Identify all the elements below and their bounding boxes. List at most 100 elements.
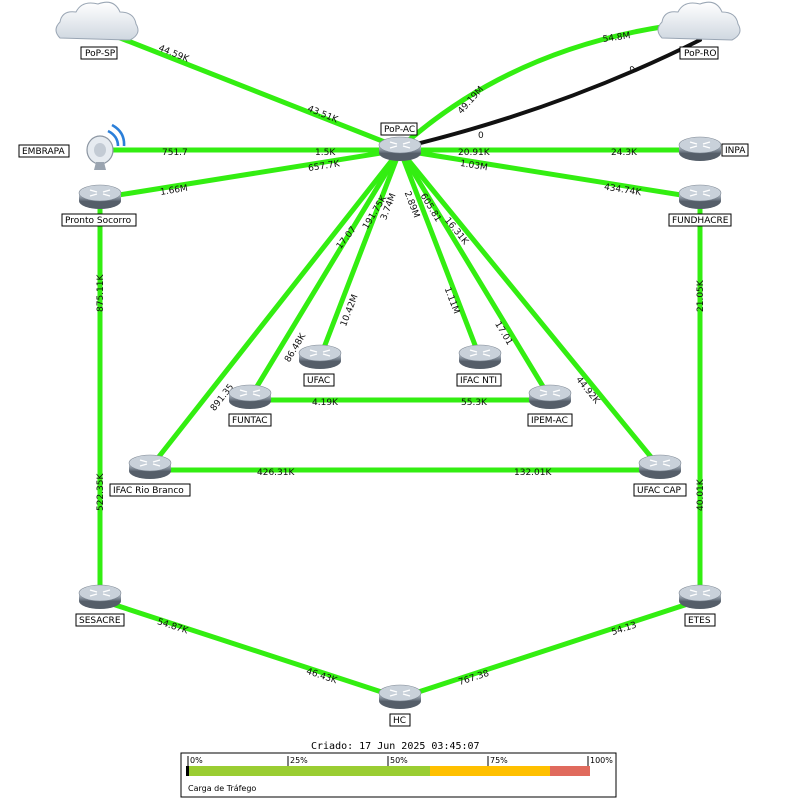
node-label: IPEM-AC xyxy=(531,416,568,426)
node-ufac[interactable]: UFAC xyxy=(298,344,342,387)
node-ufac-cap[interactable]: UFAC CAP xyxy=(633,454,687,497)
node-label: EMBRAPA xyxy=(22,147,66,157)
router-icon xyxy=(638,454,682,480)
legend-tick: 50% xyxy=(390,756,408,765)
link-label: 24.3K xyxy=(611,148,638,158)
legend-band-yellow xyxy=(430,766,550,776)
router-icon xyxy=(228,384,272,410)
link-label: 751.7 xyxy=(162,148,188,158)
node-label-box xyxy=(80,46,118,60)
node-label-box xyxy=(679,46,719,60)
link-label: 54.13 xyxy=(610,621,638,638)
node-label-box xyxy=(633,483,687,497)
link-label: 1.5K xyxy=(315,148,336,158)
node-etes[interactable]: ETES xyxy=(678,584,722,627)
router-icon xyxy=(378,136,422,162)
cloud-icon xyxy=(657,1,741,41)
node-label: IFAC Rio Branco xyxy=(113,486,184,496)
node-pop-ro[interactable]: PoP-RO xyxy=(657,1,741,60)
node-hc[interactable]: HC xyxy=(378,684,422,727)
node-pop-sp[interactable]: PoP-SP xyxy=(55,1,139,60)
traffic-legend: 0% 25% 50% 75% 100% Carga de Tráfego xyxy=(180,752,617,798)
link-popac-ufac-cap[interactable] xyxy=(397,147,663,471)
node-label: PoP-RO xyxy=(684,49,716,59)
link-label: 522.35K xyxy=(96,473,106,511)
legend-tick: 75% xyxy=(490,756,508,765)
node-label: PoP-AC xyxy=(384,125,415,135)
node-inpa[interactable]: INPA xyxy=(678,136,749,162)
wireless-antenna-icon xyxy=(86,123,126,170)
node-embrapa[interactable]: EMBRAPA xyxy=(18,123,126,170)
legend-tick: 25% xyxy=(290,756,308,765)
link-label: 426.31K xyxy=(257,468,295,478)
link-popac-funtac[interactable] xyxy=(247,147,403,401)
link-popsp-popac[interactable] xyxy=(97,27,403,151)
node-label: UFAC xyxy=(307,376,330,386)
link-label: 1.66M xyxy=(160,184,189,198)
link-label: 4.19K xyxy=(312,398,339,408)
link-label: 54.8M xyxy=(602,31,631,45)
link-sesacre-hc[interactable] xyxy=(97,597,403,701)
node-label: PoP-SP xyxy=(85,49,116,59)
link-label: 21.05K xyxy=(696,279,706,312)
link-popac-ifac-nti[interactable] xyxy=(397,147,483,361)
created-timestamp: Criado: 17 Jun 2025 03:45:07 xyxy=(311,741,480,752)
router-icon xyxy=(528,384,572,410)
link-popro-popac-zero[interactable] xyxy=(398,38,702,150)
link-etes-hc[interactable] xyxy=(397,597,703,701)
node-label: HC xyxy=(393,716,406,726)
node-label: FUNTAC xyxy=(232,416,268,426)
node-ifac-rio-branco[interactable]: IFAC Rio Branco xyxy=(109,454,191,497)
node-label: ETES xyxy=(688,616,711,626)
node-funtac[interactable]: FUNTAC xyxy=(228,384,272,427)
node-label: SESACRE xyxy=(79,616,121,626)
link-label: 1.03M xyxy=(459,159,488,173)
node-label-box xyxy=(456,373,502,387)
cloud-icon xyxy=(55,1,139,41)
node-sesacre[interactable]: SESACRE xyxy=(75,584,125,627)
legend-tick: 0% xyxy=(190,756,203,765)
router-icon xyxy=(678,184,722,210)
router-icon xyxy=(678,584,722,610)
link-pronto-socorro-popac[interactable] xyxy=(97,147,403,201)
node-label-box xyxy=(389,713,411,727)
node-fundhacre[interactable]: FUNDHACRE xyxy=(668,184,732,227)
router-icon xyxy=(378,684,422,710)
node-label-box xyxy=(721,143,749,157)
link-label: 0 xyxy=(628,65,638,77)
node-ifac-nti[interactable]: IFAC NTI xyxy=(456,344,502,387)
node-label-box xyxy=(684,613,716,627)
router-icon xyxy=(78,184,122,210)
legend-title: Carga de Tráfego xyxy=(188,784,256,793)
node-label-box xyxy=(527,413,573,427)
node-pronto-socorro[interactable]: Pronto Socorro xyxy=(61,184,137,227)
legend-band-0 xyxy=(186,766,189,776)
legend-tick: 100% xyxy=(590,756,613,765)
links xyxy=(97,19,703,701)
node-ipem-ac[interactable]: IPEM-AC xyxy=(527,384,573,427)
legend-band-red xyxy=(550,766,590,776)
link-label: 434.74K xyxy=(603,183,643,199)
node-label-box xyxy=(75,613,125,627)
link-label: 875.11K xyxy=(96,274,106,312)
router-icon xyxy=(78,584,122,610)
node-label-box xyxy=(18,144,70,158)
link-label: 40.01K xyxy=(696,478,706,511)
link-popac-fundhacre[interactable] xyxy=(397,147,703,201)
link-popac-ufac[interactable] xyxy=(317,147,403,361)
link-label: 0 xyxy=(478,131,484,141)
node-pop-ac[interactable]: PoP-AC xyxy=(378,122,422,162)
node-label-box xyxy=(303,373,335,387)
node-label-box xyxy=(228,413,272,427)
link-label: 657.7K xyxy=(308,159,342,174)
link-label: 55.3K xyxy=(461,398,488,408)
link-popac-ipem-ac[interactable] xyxy=(397,147,553,401)
legend-band-green xyxy=(189,766,430,776)
link-label: 132.01K xyxy=(514,468,552,478)
link-popro-popac[interactable] xyxy=(397,19,703,151)
node-label-box xyxy=(668,213,732,227)
link-popac-ifac-rio-branco[interactable] xyxy=(147,147,403,471)
router-icon xyxy=(128,454,172,480)
router-icon xyxy=(678,136,722,162)
